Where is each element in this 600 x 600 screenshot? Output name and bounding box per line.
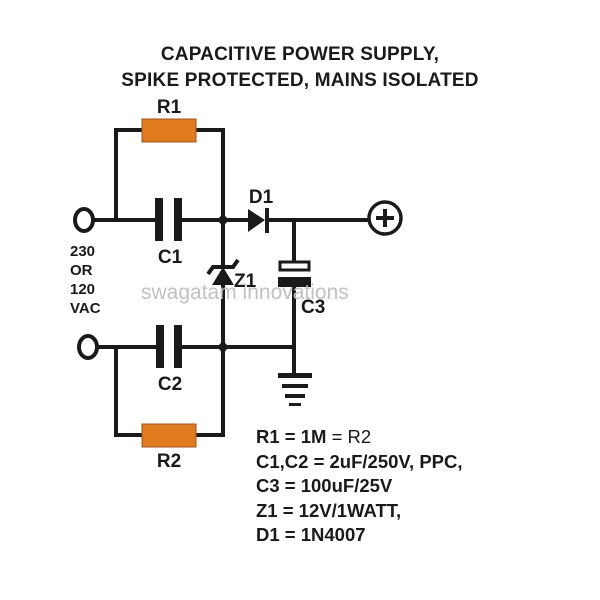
watermark: swagatam innovations	[141, 281, 349, 304]
label-d1: D1	[249, 187, 274, 208]
input-label-line-3: 120	[70, 281, 95, 298]
positive-output-terminal-icon	[367, 200, 403, 236]
capacitor-c1-plate-right	[174, 198, 182, 241]
label-c2: C2	[158, 374, 182, 395]
capacitor-c3-plate-positive	[278, 260, 311, 272]
label-z1: Z1	[234, 271, 257, 292]
wire-r1-loop	[114, 128, 144, 222]
label-c3: C3	[301, 297, 325, 318]
title-line-1: CAPACITIVE POWER SUPPLY,	[160, 44, 440, 65]
spec-c1-c2: C1,C2 = 2uF/250V, PPC,	[256, 450, 463, 472]
resistor-r2	[141, 423, 197, 448]
spec-z1: Z1 = 12V/1WATT,	[256, 499, 402, 521]
spec-c3: C3 = 100uF/25V	[256, 475, 393, 496]
junction-dot-top	[218, 215, 228, 225]
resistor-r1	[141, 118, 197, 143]
capacitor-c3-plate-negative	[278, 277, 311, 287]
input-terminal-top	[73, 207, 95, 233]
input-label-line-4: VAC	[70, 300, 101, 317]
wires	[91, 128, 371, 437]
component-specs: R1 = 1M = R2 C1,C2 = 2uF/250V, PPC, C3 =…	[256, 425, 463, 548]
spec-d1: D1 = 1N4007	[256, 524, 366, 545]
diode-d1-triangle	[248, 209, 265, 232]
label-r1: R1	[157, 97, 182, 118]
capacitor-c2-plate-left	[156, 325, 164, 368]
spec-resistors-bold: R1 = 1M	[256, 426, 327, 447]
zener-z1-triangle	[212, 267, 234, 285]
spec-resistors-thin: = R2	[326, 426, 372, 447]
input-label-line-1: 230	[70, 243, 95, 260]
wire-r2-loop	[114, 345, 144, 437]
label-r2: R2	[157, 451, 181, 472]
zener-z1-bar	[206, 258, 240, 276]
ground-icon	[278, 373, 312, 406]
input-terminal-bottom	[77, 334, 99, 360]
diode-d1-bar	[265, 208, 269, 233]
wire-r1-right	[194, 128, 225, 222]
wire-r2-right	[194, 345, 225, 437]
input-label-line-2: OR	[70, 262, 93, 279]
title-line-2: SPIKE PROTECTED, MAINS ISOLATED	[121, 70, 479, 91]
capacitor-c1-plate-left	[155, 198, 163, 241]
capacitor-c2-plate-right	[174, 325, 182, 368]
spec-resistors: R1 = 1M = R2	[256, 425, 463, 450]
label-c1: C1	[158, 247, 183, 268]
junction-dot-bottom	[218, 342, 228, 352]
